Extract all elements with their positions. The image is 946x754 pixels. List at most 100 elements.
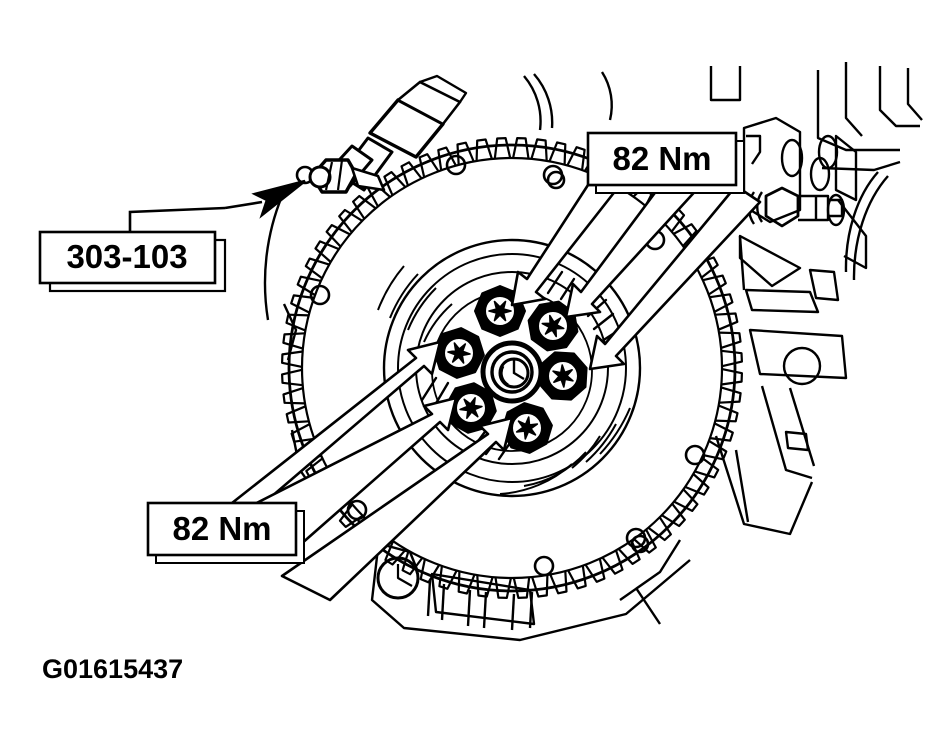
block-curve-2 [852, 175, 889, 281]
ring-gear-tooth [400, 161, 423, 186]
upper-curve-1 [523, 75, 542, 131]
bell-housing-bottom [357, 519, 691, 642]
callout-box-tool-number[interactable]: 303-103 [38, 230, 227, 293]
dowel-hole [630, 534, 650, 554]
dowel-hole [533, 555, 555, 577]
flywheel-bolt[interactable] [501, 402, 553, 454]
shade-arc-5 [571, 435, 601, 469]
flywheel-bolt[interactable] [445, 382, 497, 434]
callout-box-torque-upper[interactable]: 82 Nm [586, 131, 745, 194]
flywheel-bolt[interactable] [538, 351, 588, 401]
block-strut-1 [744, 288, 820, 314]
block-hole-1 [780, 138, 804, 178]
housing-bore-inner [396, 564, 413, 587]
housing-rib-5 [510, 593, 516, 631]
block-rail-a [816, 70, 900, 152]
ring-gear-tooth [584, 558, 606, 583]
bolt-torx-recess [459, 397, 483, 419]
block-lower-tab [784, 430, 810, 452]
dowel-hole [684, 444, 706, 466]
ring-gear-tooth [673, 223, 698, 247]
tool-rear-flange [418, 74, 468, 104]
torque-label-lower: 82 Nm [172, 510, 271, 547]
ring-gear-tooth [647, 516, 672, 542]
shade-arc-6 [585, 423, 617, 463]
block-face-1 [821, 160, 901, 172]
shade-arc-3 [407, 287, 437, 331]
shade-arc-4 [423, 303, 453, 343]
flywheel-bolt-group [433, 285, 588, 454]
ring-gear-tooth [601, 550, 624, 575]
hatch [433, 381, 450, 407]
ring-gear-tooth [709, 293, 734, 313]
ring-gear-tooth [702, 439, 728, 461]
ring-gear-tooth [512, 137, 530, 159]
block-hole-3 [809, 156, 831, 192]
ring-gear-tooth [304, 257, 330, 280]
ring-gear-tooth [493, 137, 512, 159]
block-rail-d [906, 68, 923, 121]
hatch [546, 270, 564, 295]
ring-gear-tooth [673, 488, 699, 512]
clutch-face-inner-circle [397, 253, 627, 483]
ring-gear-tooth [721, 368, 743, 386]
ring-gear-tooth [338, 503, 364, 528]
dowel-hole [542, 164, 564, 186]
bolt-torx-recess [541, 314, 565, 338]
shade-arc-2 [389, 273, 419, 319]
ribbon-arrow-to-bolt-1 [510, 183, 622, 307]
ring-gear-tooth [314, 240, 340, 263]
block-boss-cap [828, 198, 844, 218]
ring-gear-tooth [352, 194, 377, 220]
ring-gear-tooth [549, 571, 568, 595]
block-lower-line [734, 449, 750, 523]
bore-mid-ring [490, 350, 534, 394]
ring-gear-tooth [296, 275, 322, 297]
ring-gear-tooth [285, 313, 309, 332]
ring-gear-tooth [566, 146, 586, 171]
block-lower-body [714, 435, 814, 536]
ring-gear-tooth [456, 141, 475, 165]
block-hole-2 [817, 134, 839, 170]
bolt-torx-recess [488, 300, 512, 322]
ring-gear-tooth [719, 386, 742, 404]
bolt-torx-recess [447, 342, 471, 364]
flywheel-edge-hint [263, 195, 284, 321]
housing-rib-4 [482, 591, 488, 629]
engine-block-right [709, 62, 923, 536]
dowel-hole [546, 170, 566, 190]
block-lower-rail [760, 385, 813, 480]
flywheel-edge-hint2 [282, 303, 298, 361]
bolt-torx-recess [552, 364, 574, 388]
callout-arrows-lower [158, 340, 514, 602]
figure-caption: G01615437 [42, 654, 183, 684]
dowel-hole [309, 284, 331, 306]
block-boss-barrel [798, 194, 830, 222]
callout-box-face [586, 131, 738, 187]
callout-arrows-upper [510, 183, 762, 371]
ribbon-arrow-to-bolt-3 [588, 184, 762, 371]
pointer-line [128, 206, 226, 232]
flywheel-holding-tool [308, 74, 468, 194]
housing-rib-3 [466, 589, 472, 627]
ring-gear-tooth [661, 503, 686, 528]
ring-gear-tooth [684, 473, 710, 496]
ring-gear-tooth [494, 577, 512, 599]
ring-gear-tooth [715, 404, 739, 423]
callout-box-torque-lower[interactable]: 82 Nm [146, 501, 305, 564]
flywheel-bolt[interactable] [433, 327, 485, 379]
ring-gear-tooth [476, 575, 494, 598]
block-hex-boss [764, 186, 800, 228]
ring-gear-tooth [702, 274, 727, 296]
upper-curve-2 [533, 73, 554, 129]
block-wedge-edge [738, 235, 746, 291]
shade-arc-9 [499, 463, 573, 495]
tool-pivot-pin [308, 165, 332, 189]
pointer-tail [224, 200, 263, 210]
dowel-hole [445, 154, 467, 176]
flywheel-outer-rim [287, 143, 737, 593]
ring-gear-tooth [281, 350, 303, 368]
ring-gear-tooth [694, 456, 720, 479]
